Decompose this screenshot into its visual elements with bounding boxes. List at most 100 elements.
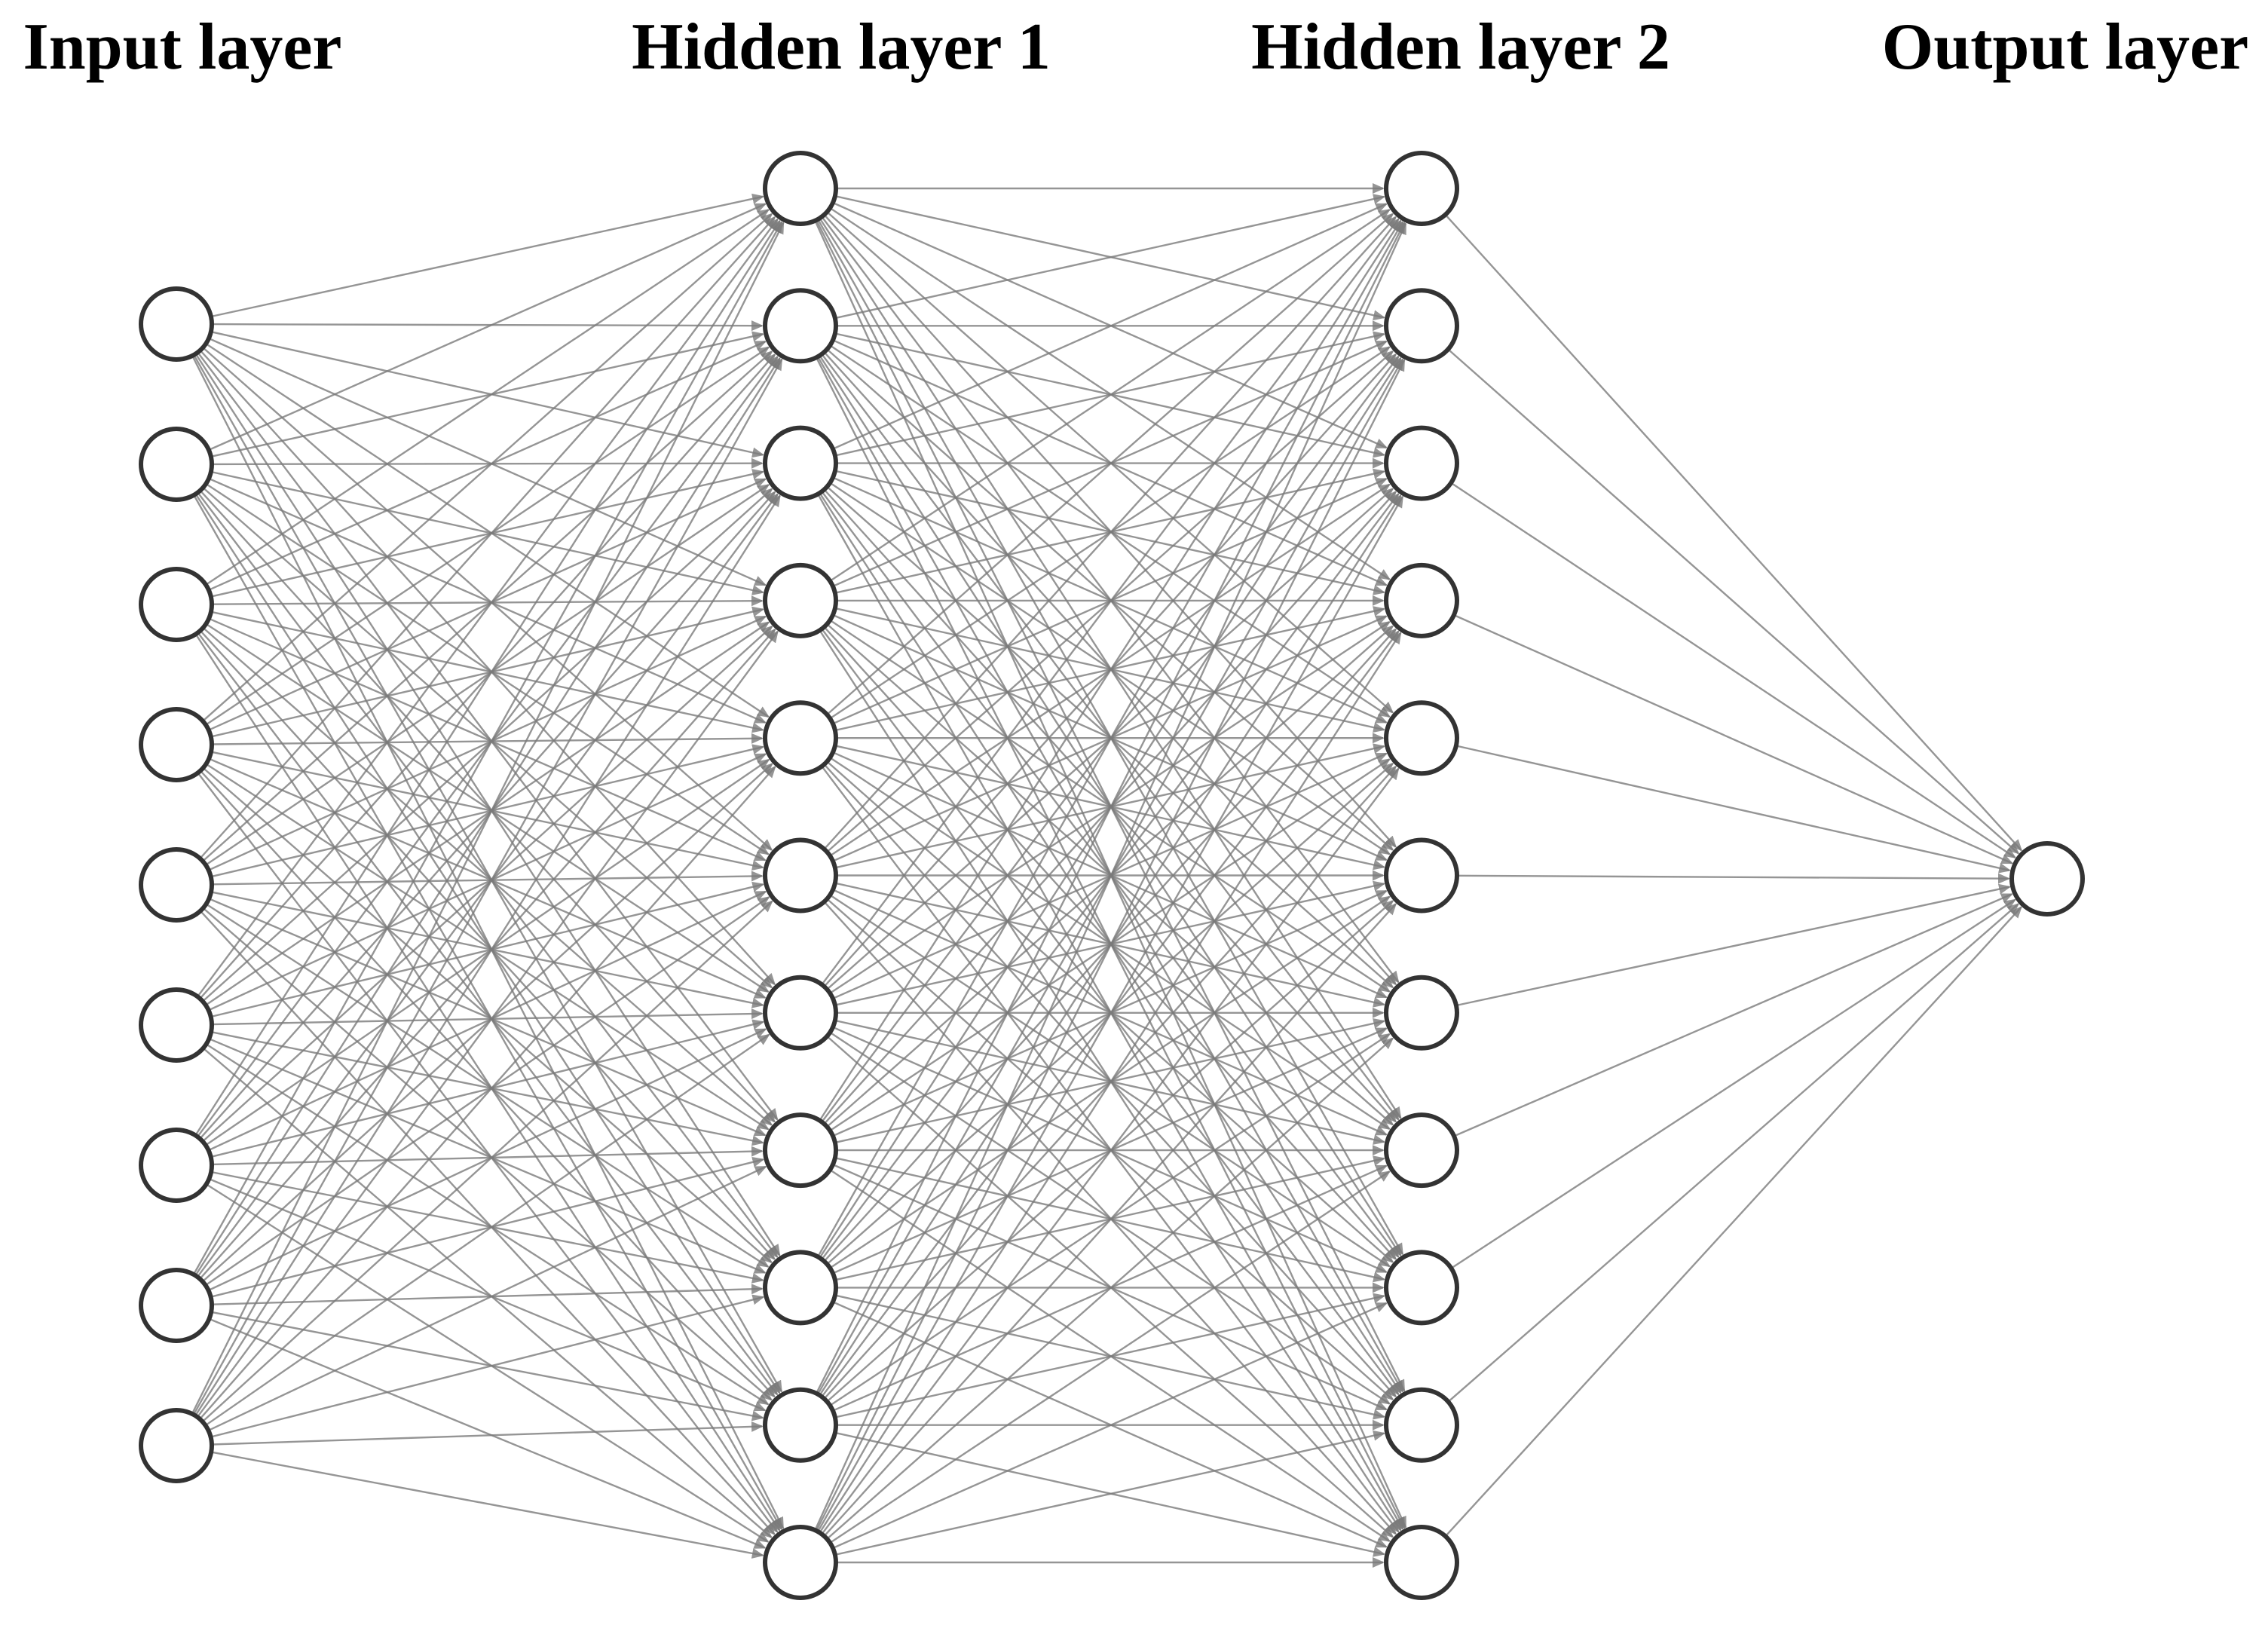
connection-edge — [832, 1302, 1388, 1550]
connection-edge — [206, 1183, 770, 1543]
connection-edge — [210, 1019, 765, 1158]
connection-edge — [210, 469, 765, 598]
neuron-node — [763, 975, 838, 1051]
connection-edge — [1453, 614, 2014, 864]
connection-edge — [205, 763, 770, 1131]
connection-edge — [197, 218, 779, 998]
connection-edge — [211, 1284, 764, 1305]
edges-hidden2-to-output — [1444, 213, 2023, 1538]
connection-edge — [819, 219, 1402, 1122]
neuron-node — [139, 427, 214, 502]
connection-edge — [208, 1028, 767, 1292]
neuron-node — [1384, 1250, 1459, 1326]
layer-nodes-hidden2 — [1384, 151, 1459, 1600]
connection-edge — [1450, 898, 2016, 1269]
edges-input-to-hidden1 — [191, 193, 785, 1559]
connection-edge — [210, 891, 764, 1008]
connection-edge — [211, 320, 764, 332]
connection-edge — [194, 493, 781, 1394]
neuron-node — [763, 425, 838, 501]
connection-edge — [211, 1421, 764, 1446]
neuron-node — [139, 1128, 214, 1203]
connection-edge — [202, 767, 773, 1264]
layer-nodes-input — [139, 286, 214, 1483]
connection-edge — [205, 758, 770, 1146]
connection-edge — [205, 484, 770, 866]
connection-edge — [197, 632, 779, 1396]
neuron-node — [763, 700, 838, 776]
connection-edge — [207, 1165, 767, 1431]
connection-edge — [205, 482, 770, 855]
connection-edge — [208, 337, 767, 586]
neuron-node — [763, 1112, 838, 1189]
connection-edge — [826, 213, 1394, 715]
connection-edge — [205, 342, 770, 718]
connection-edge — [202, 487, 773, 989]
neuron-node — [763, 1387, 838, 1463]
neuron-node — [139, 1408, 214, 1483]
layer-nodes-hidden1 — [763, 151, 838, 1600]
connection-edge — [208, 617, 767, 861]
connection-edge — [199, 770, 776, 1398]
connection-edge — [197, 491, 779, 1259]
neuron-node — [763, 1250, 838, 1326]
connection-edge — [829, 209, 1391, 582]
connection-edge — [821, 218, 1400, 986]
connection-edge — [202, 625, 773, 1143]
neuron-node — [763, 151, 838, 226]
connection-edge — [210, 331, 765, 457]
neuron-node — [1384, 837, 1459, 913]
connection-edge — [199, 629, 776, 1261]
connection-edge — [205, 346, 770, 726]
connection-edge — [208, 890, 767, 1152]
connection-edge — [194, 353, 781, 1257]
neuron-node — [1384, 288, 1459, 364]
connection-edge — [199, 628, 776, 1280]
neuron-node — [139, 707, 214, 782]
neuron-node — [139, 987, 214, 1063]
connection-edge — [208, 1177, 767, 1412]
layer-nodes-output — [2009, 841, 2085, 917]
connection-edge — [210, 881, 765, 1018]
connection-edge — [210, 1294, 765, 1438]
connection-edge — [210, 1451, 764, 1559]
neuron-node — [139, 567, 214, 642]
connection-edge — [823, 216, 1397, 850]
neuron-node — [1384, 151, 1459, 226]
neuron-node — [763, 1525, 838, 1600]
connection-edge — [1444, 213, 2023, 852]
connection-edge — [1447, 348, 2020, 855]
connection-edge — [829, 1171, 1391, 1544]
connection-edge — [208, 341, 767, 591]
layer-label-hidden2: Hidden layer 2 — [1251, 11, 1670, 84]
connection-edge — [199, 349, 776, 986]
connection-edge — [197, 772, 779, 1534]
connection-edge — [205, 896, 770, 1287]
connection-edge — [208, 477, 767, 724]
connection-edge — [1450, 482, 2017, 858]
connection-edge — [202, 350, 773, 862]
connection-edge — [819, 632, 1402, 1534]
connection-edge — [192, 358, 783, 1415]
connection-edge — [194, 219, 781, 1137]
connection-edge — [199, 353, 776, 999]
connection-edge — [205, 209, 770, 586]
connection-edge — [201, 763, 773, 1283]
connection-edge — [191, 221, 785, 1415]
connection-edge — [210, 331, 765, 458]
connection-edge — [816, 359, 1406, 1532]
connection-edge — [199, 489, 776, 1123]
connection-edge — [210, 193, 765, 318]
neuron-node — [139, 847, 214, 923]
connection-edge — [205, 903, 770, 1268]
neuron-node — [1384, 1525, 1459, 1600]
neuron-node — [763, 288, 838, 364]
connection-edge — [202, 488, 773, 1002]
connection-edge — [199, 910, 776, 1535]
connection-edge — [1444, 906, 2022, 1538]
connection-edge — [821, 767, 1400, 1535]
connection-edge — [205, 621, 770, 1006]
connection-edge — [1456, 873, 2010, 884]
connection-edge — [197, 351, 779, 1121]
